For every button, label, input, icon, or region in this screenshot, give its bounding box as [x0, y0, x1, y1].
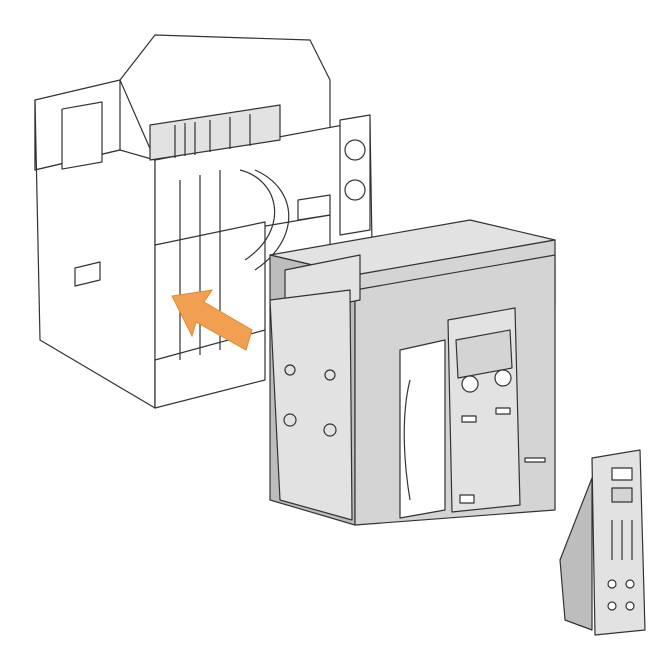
open-button[interactable]: [461, 375, 479, 393]
terminal-block: [149, 104, 281, 161]
insertion-arrow: [171, 289, 253, 351]
close-button[interactable]: [494, 369, 512, 387]
side-plate: [269, 289, 353, 521]
front-control-panel: [447, 307, 521, 513]
trip-unit-module: [559, 449, 646, 636]
circuit-breaker: [269, 219, 556, 526]
chassis-cradle: [34, 34, 373, 409]
